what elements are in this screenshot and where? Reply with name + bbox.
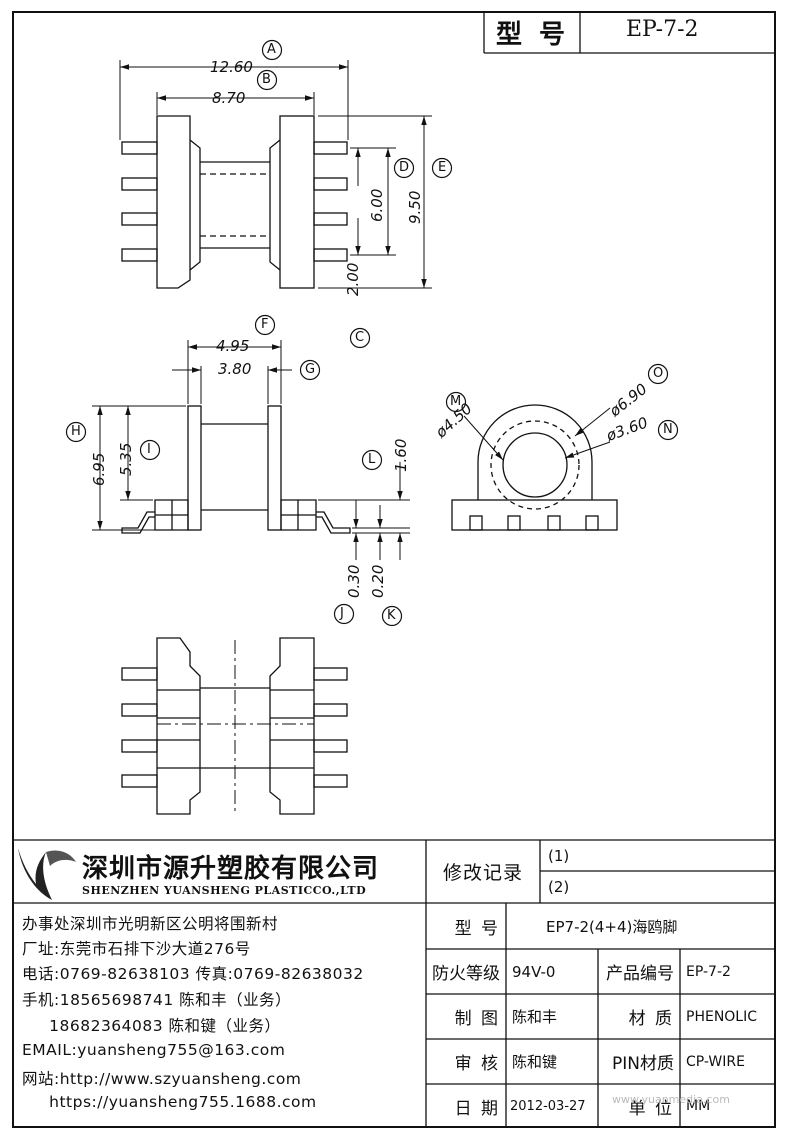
title-model-value: EP-7-2 — [626, 17, 699, 42]
dim-c-value: 2.00 — [344, 262, 362, 296]
company-shop-url[interactable]: https://yuansheng755.1688.com — [22, 1093, 317, 1111]
dim-f-value: 4.95 — [216, 337, 250, 355]
dim-f-letter: F — [261, 317, 269, 332]
dim-h-letter: H — [71, 424, 81, 439]
revision-row-1: (1) — [548, 846, 570, 865]
company-phone-fax: 电话:0769-82638103 传真:0769-82638032 — [22, 965, 364, 983]
revision-row-2: (2) — [548, 878, 570, 896]
dim-k-letter: K — [387, 608, 396, 623]
dim-k-value: 0.20 — [369, 564, 387, 598]
top-view-dimensions — [119, 60, 432, 289]
spec-product-no-label: 产品编号 — [606, 964, 674, 984]
company-email[interactable]: EMAIL:yuansheng755@163.com — [22, 1041, 286, 1059]
bottom-view — [121, 637, 348, 815]
dim-d-letter: D — [399, 160, 410, 175]
spec-drawn-value: 陈和丰 — [512, 1008, 558, 1026]
company-mobile-2: 18682364083 陈和键（业务） — [22, 1017, 281, 1035]
company-factory-address: 厂址:东莞市石排下沙大道276号 — [22, 940, 251, 958]
spec-drawn-label: 制 图 — [454, 1009, 500, 1029]
watermark: www.yuanmedia.com — [612, 1093, 730, 1106]
dimension-markers — [65, 39, 679, 627]
dim-i-value: 5.35 — [117, 442, 135, 476]
company-mobile-1: 手机:18565698741 陈和丰（业务） — [22, 991, 292, 1009]
dim-g-value: 3.80 — [218, 360, 252, 378]
dim-i-letter: I — [147, 442, 151, 457]
spec-material-value: PHENOLIC — [686, 1008, 758, 1025]
dim-b-letter: B — [262, 72, 271, 87]
dim-b-value: 8.70 — [212, 89, 246, 107]
revision-label: 修改记录 — [442, 862, 523, 884]
side-view — [121, 405, 351, 534]
dim-e-value: 9.50 — [406, 190, 424, 224]
company-name-cn: 深圳市源升塑胶有限公司 — [82, 854, 380, 884]
spec-material-label: 材 质 — [628, 1009, 674, 1029]
side-view-dimensions — [92, 340, 410, 560]
dim-e-letter: E — [438, 160, 447, 175]
spec-flame-label: 防火等级 — [432, 964, 500, 984]
dim-n-letter: N — [663, 422, 673, 437]
dim-h-value: 6.95 — [90, 452, 108, 486]
front-view — [451, 404, 618, 531]
spec-unit-label: 单 位 — [628, 1098, 674, 1119]
spec-unit-value: MM — [686, 1098, 711, 1114]
spec-model-label: 型 号 — [454, 918, 500, 939]
dim-g-letter: G — [305, 362, 316, 377]
dim-j-value: 0.30 — [345, 564, 363, 598]
spec-review-value: 陈和键 — [512, 1053, 558, 1071]
dim-c-letter: C — [355, 330, 365, 345]
spec-review-label: 审 核 — [454, 1054, 500, 1074]
spec-date-label: 日 期 — [454, 1098, 500, 1119]
spec-pin-material-value: CP-WIRE — [686, 1053, 745, 1070]
dim-m-letter: M — [450, 394, 462, 409]
spec-product-no-value: EP-7-2 — [686, 963, 731, 980]
spec-model-value: EP7-2(4+4)海鸥脚 — [546, 917, 678, 936]
spec-date-value: 2012-03-27 — [510, 1098, 586, 1114]
company-office-address: 办事处深圳市光明新区公明将围新村 — [22, 915, 279, 933]
title-model-label: 型 号 — [496, 20, 570, 50]
title-block — [483, 11, 776, 54]
dim-d-value: 6.00 — [368, 188, 386, 222]
spec-flame-value: 94V-0 — [512, 962, 556, 981]
dim-a-letter: A — [267, 42, 276, 57]
dim-o-letter: O — [653, 366, 664, 381]
dim-j-letter: J — [340, 606, 344, 621]
dim-l-letter: L — [368, 452, 376, 467]
dim-l-value: 1.60 — [392, 438, 410, 472]
info-table-grid — [12, 839, 776, 1128]
company-logo — [18, 848, 76, 900]
company-name-en: SHENZHEN YUANSHENG PLASTICCO.,LTD — [82, 884, 367, 897]
company-website[interactable]: 网站:http://www.szyuansheng.com — [22, 1070, 302, 1088]
drawing-frame — [12, 11, 776, 1128]
top-view — [121, 115, 348, 289]
dim-a-value: 12.60 — [210, 58, 253, 76]
spec-pin-material-label: PIN材质 — [612, 1054, 674, 1074]
